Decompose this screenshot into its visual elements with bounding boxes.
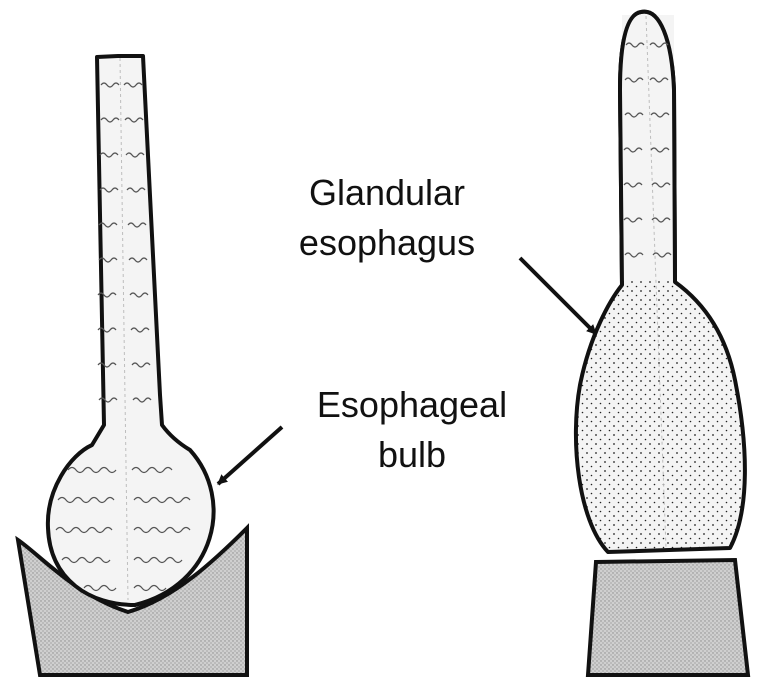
bulb-label-line2: bulb xyxy=(378,434,446,475)
bulb-label-line1: Esophageal xyxy=(317,384,507,425)
arrow-icon xyxy=(520,258,596,334)
left-esophagus xyxy=(48,56,214,605)
glandular-label-line1: Glandular xyxy=(309,172,465,213)
right-base xyxy=(588,560,748,675)
right-esophagus xyxy=(576,12,745,552)
glandular-label-line2: esophagus xyxy=(299,222,475,263)
arrow-icon xyxy=(218,427,282,484)
